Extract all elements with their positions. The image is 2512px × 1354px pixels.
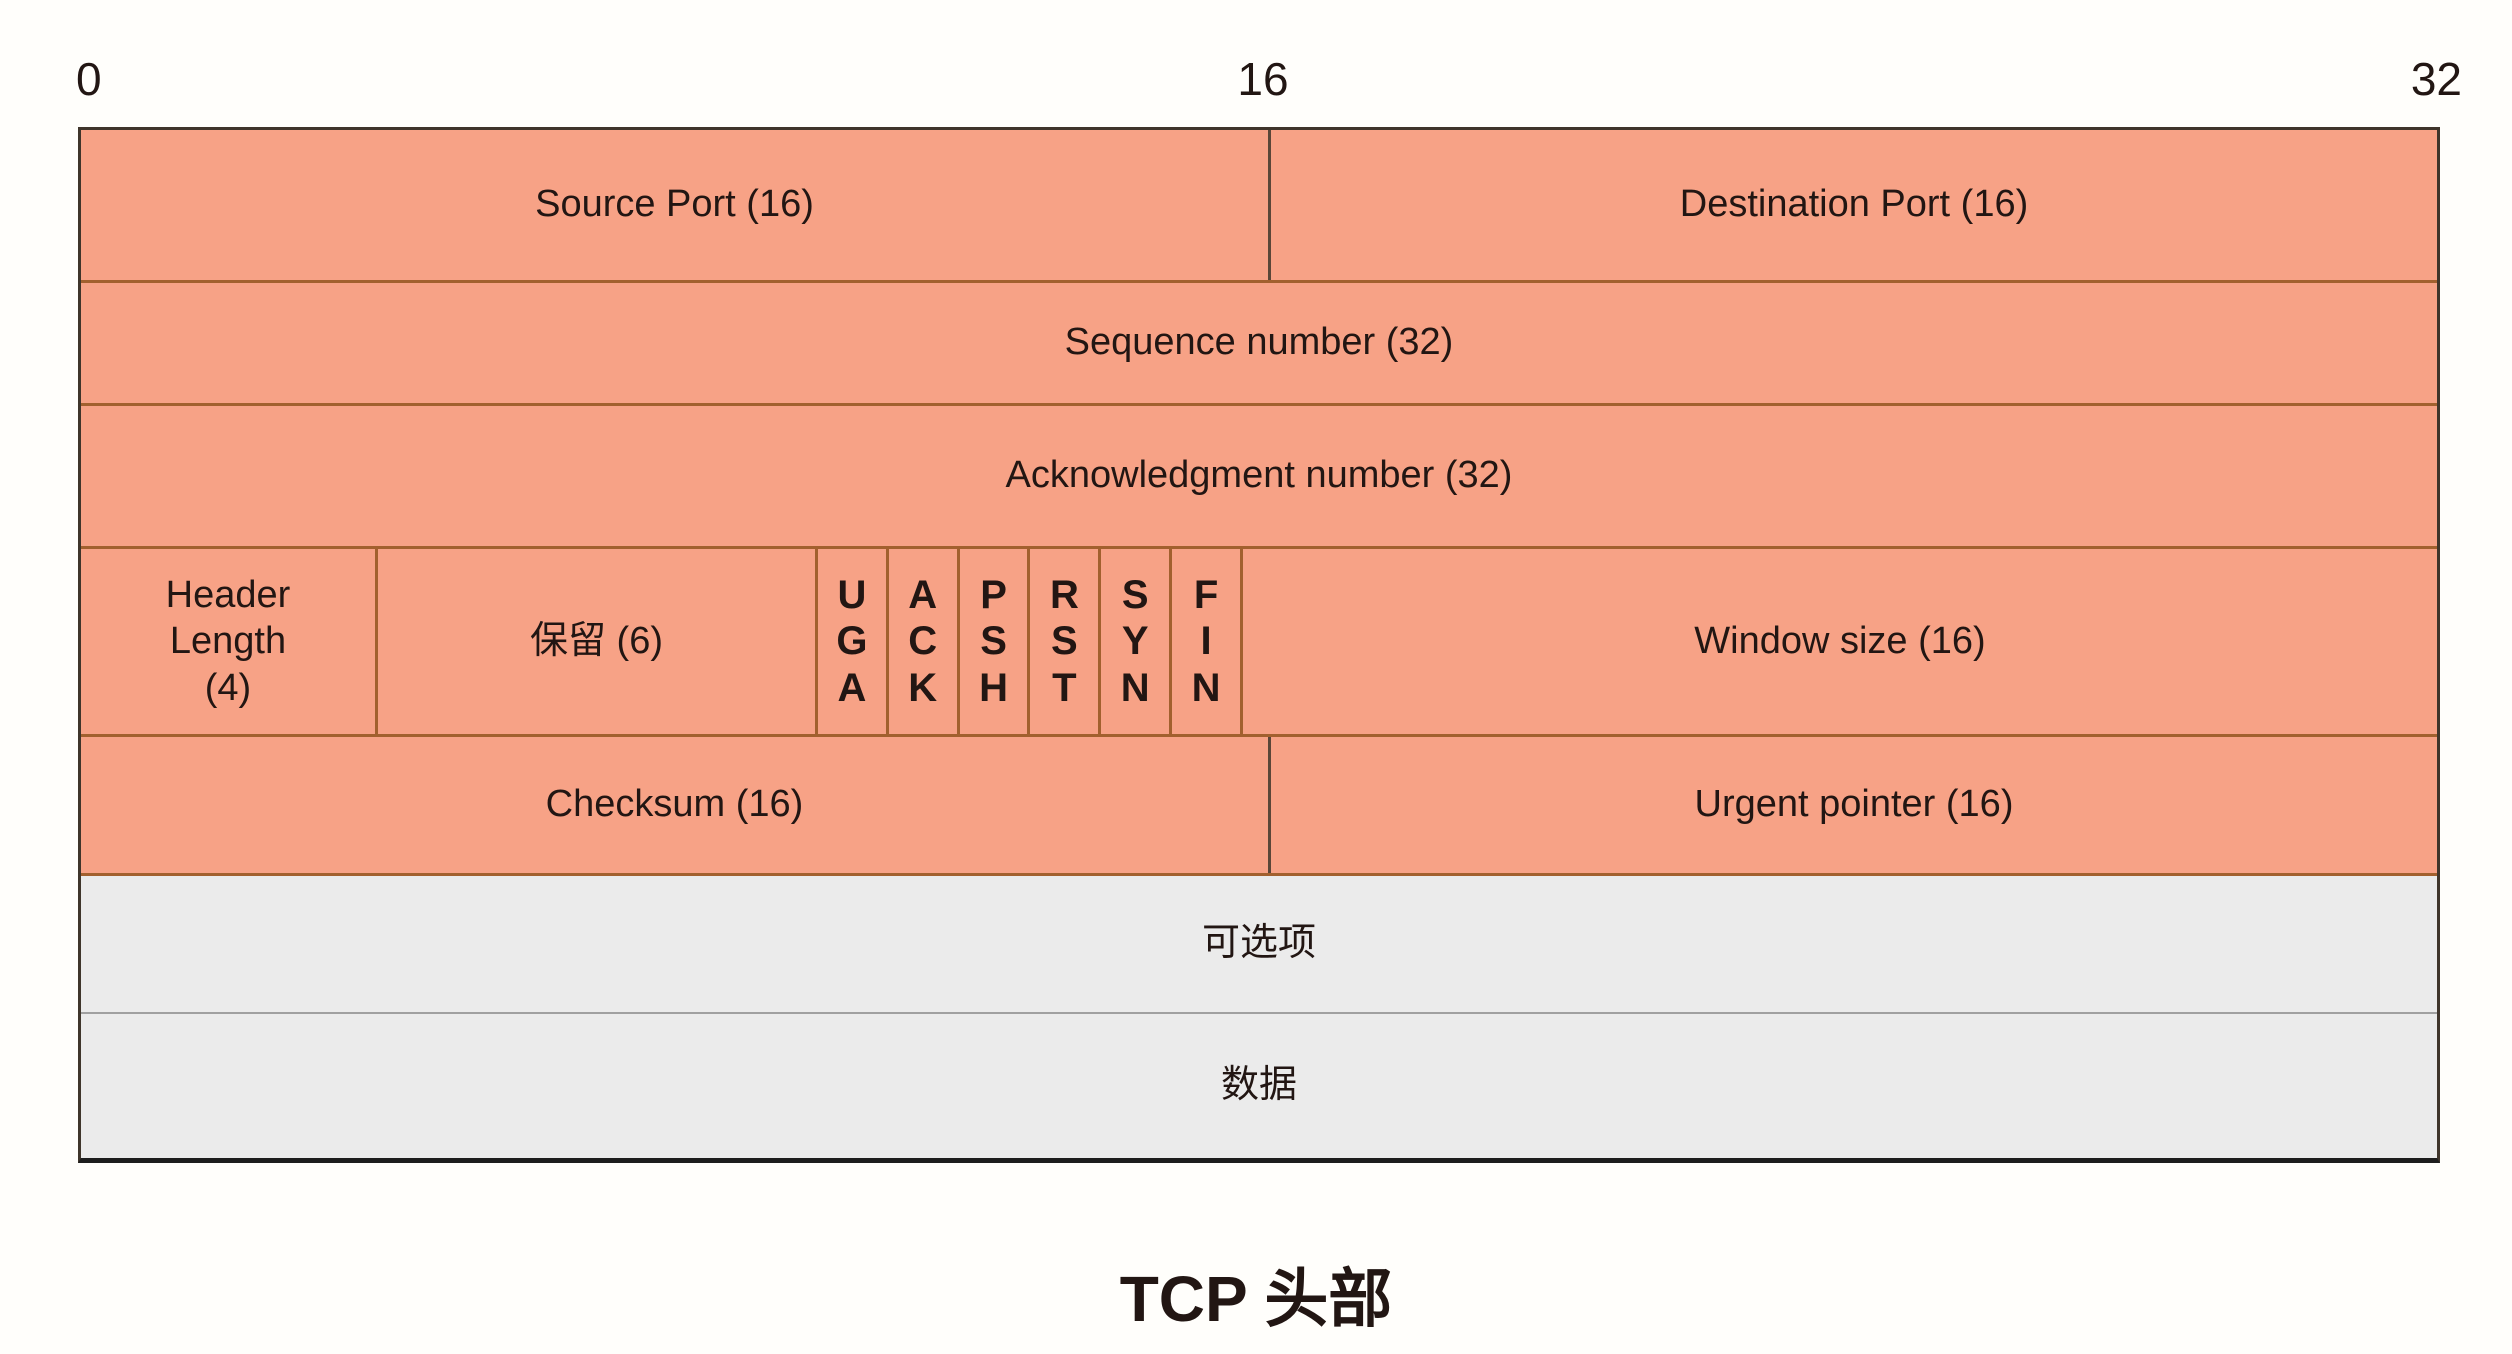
- flag-letter: N: [1120, 665, 1150, 710]
- flag-column-fin: F I N: [1169, 549, 1240, 734]
- flag-column-uga: U G A: [815, 549, 886, 734]
- sequence-number-label: Sequence number (32): [1064, 321, 1454, 364]
- cell-window-size: Window size (16): [1239, 549, 2437, 734]
- flag-letter: S: [980, 619, 1007, 664]
- row-checksum-urgent: Checksum (16) Urgent pointer (16): [81, 734, 2437, 873]
- window-size-label: Window size (16): [1694, 619, 1986, 662]
- flag-letter: R: [1049, 572, 1079, 617]
- flag-letter: K: [908, 665, 938, 710]
- urgent-pointer-label: Urgent pointer (16): [1694, 783, 2014, 826]
- header-length-line-2: Length: [169, 620, 287, 663]
- row-header-length-flags-window: Header Length (4) 保留 (6) U G A A C K P S…: [81, 546, 2437, 734]
- flag-letter: G: [836, 619, 868, 664]
- cell-checksum: Checksum (16): [81, 737, 1268, 873]
- row-data: 数据: [81, 1012, 2437, 1158]
- bit-label-0: 0: [76, 53, 102, 105]
- flag-letter: Y: [1121, 619, 1149, 664]
- flag-letter: U: [837, 572, 867, 617]
- options-label: 可选项: [1201, 922, 1316, 965]
- flag-letter: A: [837, 665, 867, 710]
- flag-column-rst: R S T: [1027, 549, 1098, 734]
- flag-letter: P: [980, 572, 1007, 617]
- flag-letter: I: [1200, 619, 1212, 664]
- tcp-header-table: Source Port (16) Destination Port (16) S…: [78, 127, 2440, 1163]
- data-label: 数据: [1220, 1064, 1297, 1107]
- flag-letter: C: [908, 619, 938, 664]
- row-ports: Source Port (16) Destination Port (16): [81, 130, 2437, 280]
- row-options: 可选项: [81, 873, 2437, 1012]
- row-sequence-number: Sequence number (32): [81, 280, 2437, 403]
- reserved-label: 保留 (6): [529, 619, 663, 662]
- flag-letter: H: [979, 665, 1009, 710]
- source-port-label: Source Port (16): [535, 183, 814, 226]
- cell-source-port: Source Port (16): [81, 130, 1268, 280]
- flag-letter: F: [1193, 572, 1219, 617]
- row-acknowledgment-number: Acknowledgment number (32): [81, 403, 2437, 546]
- flag-column-psh: P S H: [956, 549, 1028, 734]
- flag-letter: T: [1052, 665, 1077, 710]
- cell-sequence-number: Sequence number (32): [81, 283, 2437, 403]
- flag-letter: N: [1191, 665, 1221, 710]
- cell-header-length: Header Length (4): [81, 549, 375, 734]
- header-length-line-1: Header: [165, 573, 291, 616]
- flag-letter: A: [908, 572, 938, 617]
- flag-column-ack: A C K: [885, 549, 957, 734]
- cell-acknowledgment-number: Acknowledgment number (32): [81, 406, 2437, 546]
- cell-data: 数据: [81, 1014, 2437, 1158]
- destination-port-label: Destination Port (16): [1679, 183, 2029, 226]
- cell-destination-port: Destination Port (16): [1268, 130, 2437, 280]
- flag-letter: S: [1051, 619, 1078, 664]
- flag-column-syn: S Y N: [1098, 549, 1169, 734]
- cell-urgent-pointer: Urgent pointer (16): [1268, 737, 2437, 873]
- cell-options: 可选项: [81, 876, 2437, 1012]
- cell-reserved: 保留 (6): [375, 549, 815, 734]
- flag-letter: S: [1121, 572, 1149, 617]
- checksum-label: Checksum (16): [545, 783, 804, 826]
- acknowledgment-number-label: Acknowledgment number (32): [1005, 454, 1513, 497]
- bit-label-32: 32: [2410, 53, 2462, 105]
- diagram-title: TCP 头部: [1119, 1263, 1393, 1335]
- bit-label-16: 16: [1237, 53, 1289, 105]
- header-length-line-3: (4): [204, 666, 252, 709]
